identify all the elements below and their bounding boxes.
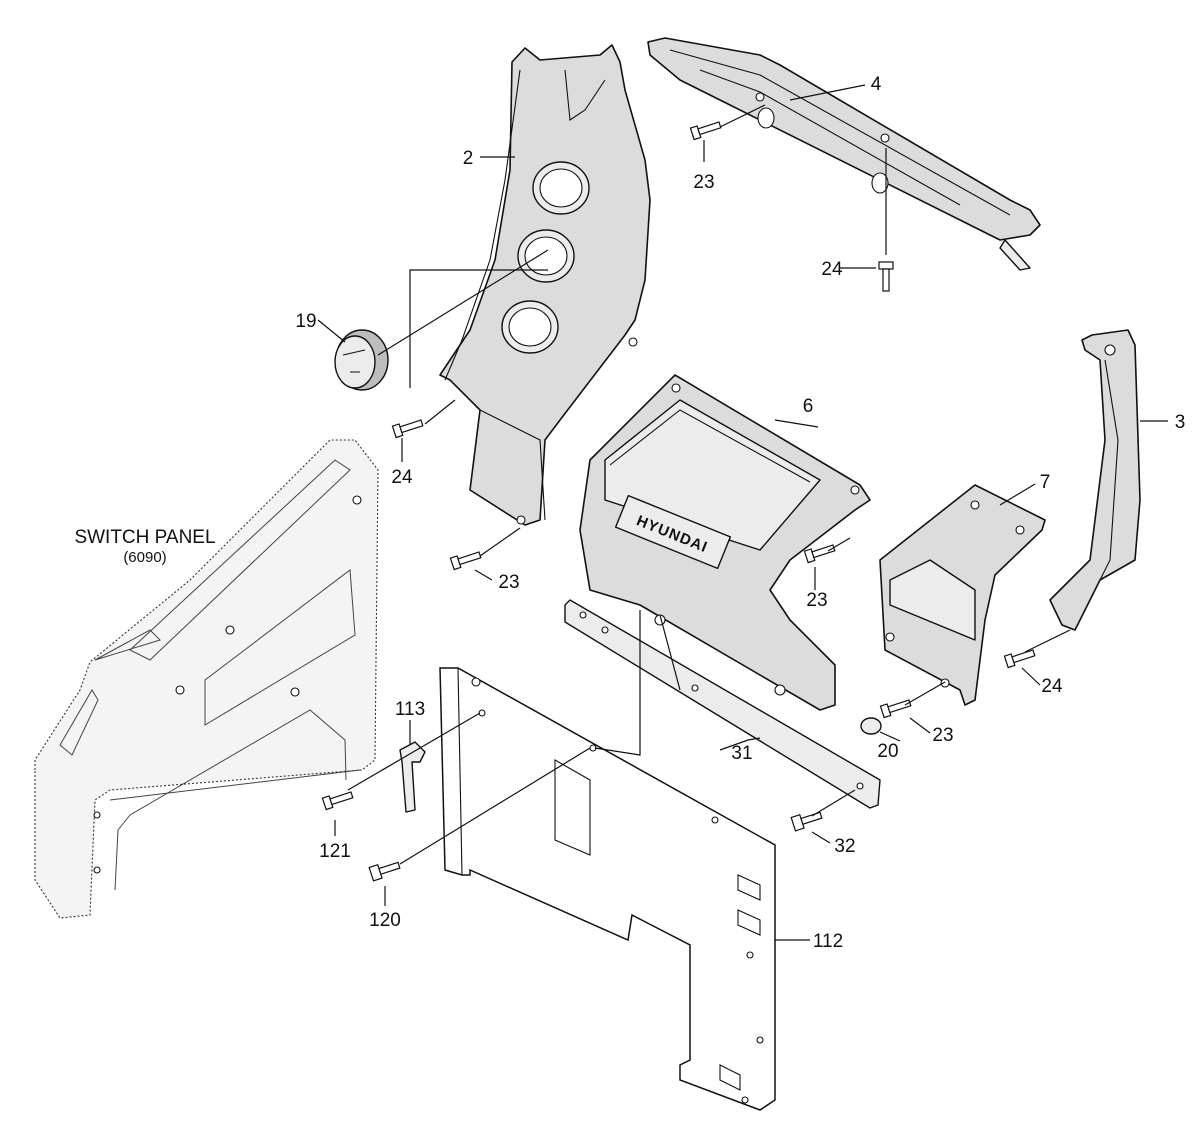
callout-4: 4 xyxy=(871,74,882,95)
part-7-bracket xyxy=(879,484,1046,706)
part-4-top-rail xyxy=(647,37,1041,271)
callout-23-left: 23 xyxy=(498,572,519,593)
switch-panel-code: (6090) xyxy=(123,549,166,566)
callout-23-mid: 23 xyxy=(806,590,827,611)
callout-23-right: 23 xyxy=(932,725,953,746)
callout-24-right: 24 xyxy=(1041,676,1063,697)
part-6-front-cover xyxy=(579,374,871,711)
callout-20: 20 xyxy=(877,741,898,762)
callout-labels: 2 23 4 24 19 24 23 6 3 7 23 24 23 20 31 … xyxy=(295,74,1185,952)
part-31-strip xyxy=(564,599,881,809)
part-3-right-pillar xyxy=(1049,329,1141,631)
callout-2: 2 xyxy=(463,148,474,169)
part-20-cap xyxy=(860,717,882,735)
leader-lines xyxy=(317,84,1168,941)
callout-121: 121 xyxy=(319,841,351,862)
callout-31: 31 xyxy=(731,743,752,764)
switch-panel-label: SWITCH PANEL xyxy=(74,527,215,548)
callout-32: 32 xyxy=(834,836,855,857)
callout-6: 6 xyxy=(803,396,814,417)
callout-112: 112 xyxy=(813,931,843,952)
callout-120: 120 xyxy=(369,910,401,931)
screws xyxy=(321,121,1036,882)
callout-23-top: 23 xyxy=(693,172,714,193)
part-19-knob xyxy=(334,329,389,391)
part-113-clip xyxy=(399,741,426,813)
part-2-pillar-cover xyxy=(439,44,651,526)
callout-19: 19 xyxy=(295,311,316,332)
callout-24-top: 24 xyxy=(821,259,843,280)
callout-113: 113 xyxy=(395,699,425,720)
switch-panel-outline xyxy=(34,439,379,919)
callout-7: 7 xyxy=(1040,472,1051,493)
callout-24-left: 24 xyxy=(391,467,413,488)
part-112-plate xyxy=(439,667,776,1111)
callout-3: 3 xyxy=(1175,412,1186,433)
